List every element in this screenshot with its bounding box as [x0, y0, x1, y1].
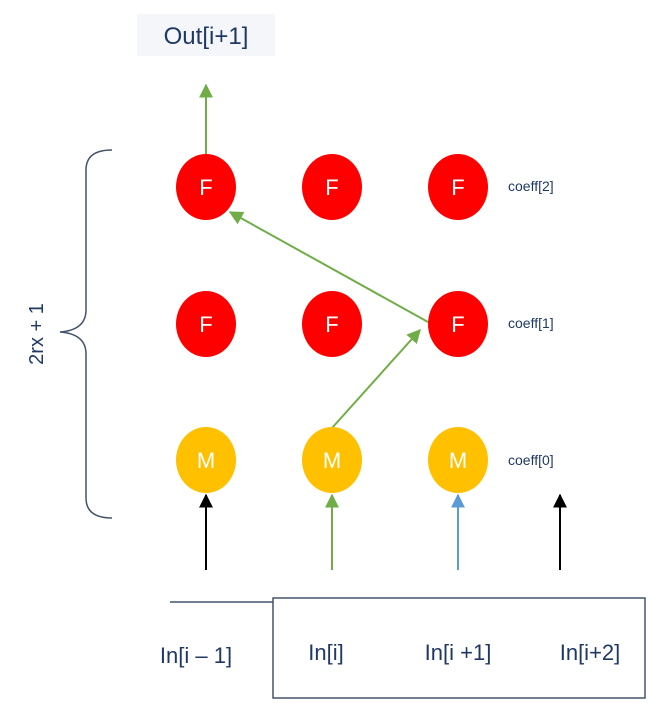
m-node-3 [428, 427, 488, 493]
input-label-1: In[i – 1] [160, 643, 232, 668]
f-node-mid-1-label: F [199, 312, 212, 337]
f-node-top-2 [302, 154, 362, 220]
f-node-mid-2 [302, 291, 362, 357]
f-node-mid-3 [428, 291, 488, 357]
coeff-label-bottom: coeff[0] [508, 452, 554, 468]
f-node-mid-3-label: F [451, 312, 464, 337]
m-node-2 [302, 427, 362, 493]
input-label-4: In[i+2] [560, 640, 621, 665]
m-node-3-label: M [449, 448, 467, 473]
f-node-top-2-label: F [325, 175, 338, 200]
input-window-box [272, 597, 646, 699]
left-brace [59, 149, 113, 519]
input-label-2: In[i] [308, 640, 343, 665]
output-label-bg [137, 14, 275, 56]
coeff-label-middle: coeff[1] [508, 315, 554, 331]
output-label: Out[i+1] [164, 23, 249, 50]
row-m-bottom: M M M coeff[0] [176, 427, 554, 493]
row-f-top: F F F coeff[2] [176, 154, 554, 220]
path-f3mid-to-f1top [228, 211, 429, 323]
coeff-label-top: coeff[2] [508, 178, 554, 194]
path-m2-to-f3mid [331, 328, 421, 429]
m-node-1 [176, 427, 236, 493]
f-node-top-3 [428, 154, 488, 220]
m-node-1-label: M [197, 448, 215, 473]
side-brace-label: 2rx + 1 [26, 303, 48, 365]
row-f-middle: F F F coeff[1] [176, 291, 554, 357]
f-node-top-1 [176, 154, 236, 220]
f-node-top-3-label: F [451, 175, 464, 200]
f-node-mid-1 [176, 291, 236, 357]
input-label-3: In[i +1] [425, 640, 492, 665]
f-node-mid-2-label: F [325, 312, 338, 337]
m-node-2-label: M [323, 448, 341, 473]
f-node-top-1-label: F [199, 175, 212, 200]
